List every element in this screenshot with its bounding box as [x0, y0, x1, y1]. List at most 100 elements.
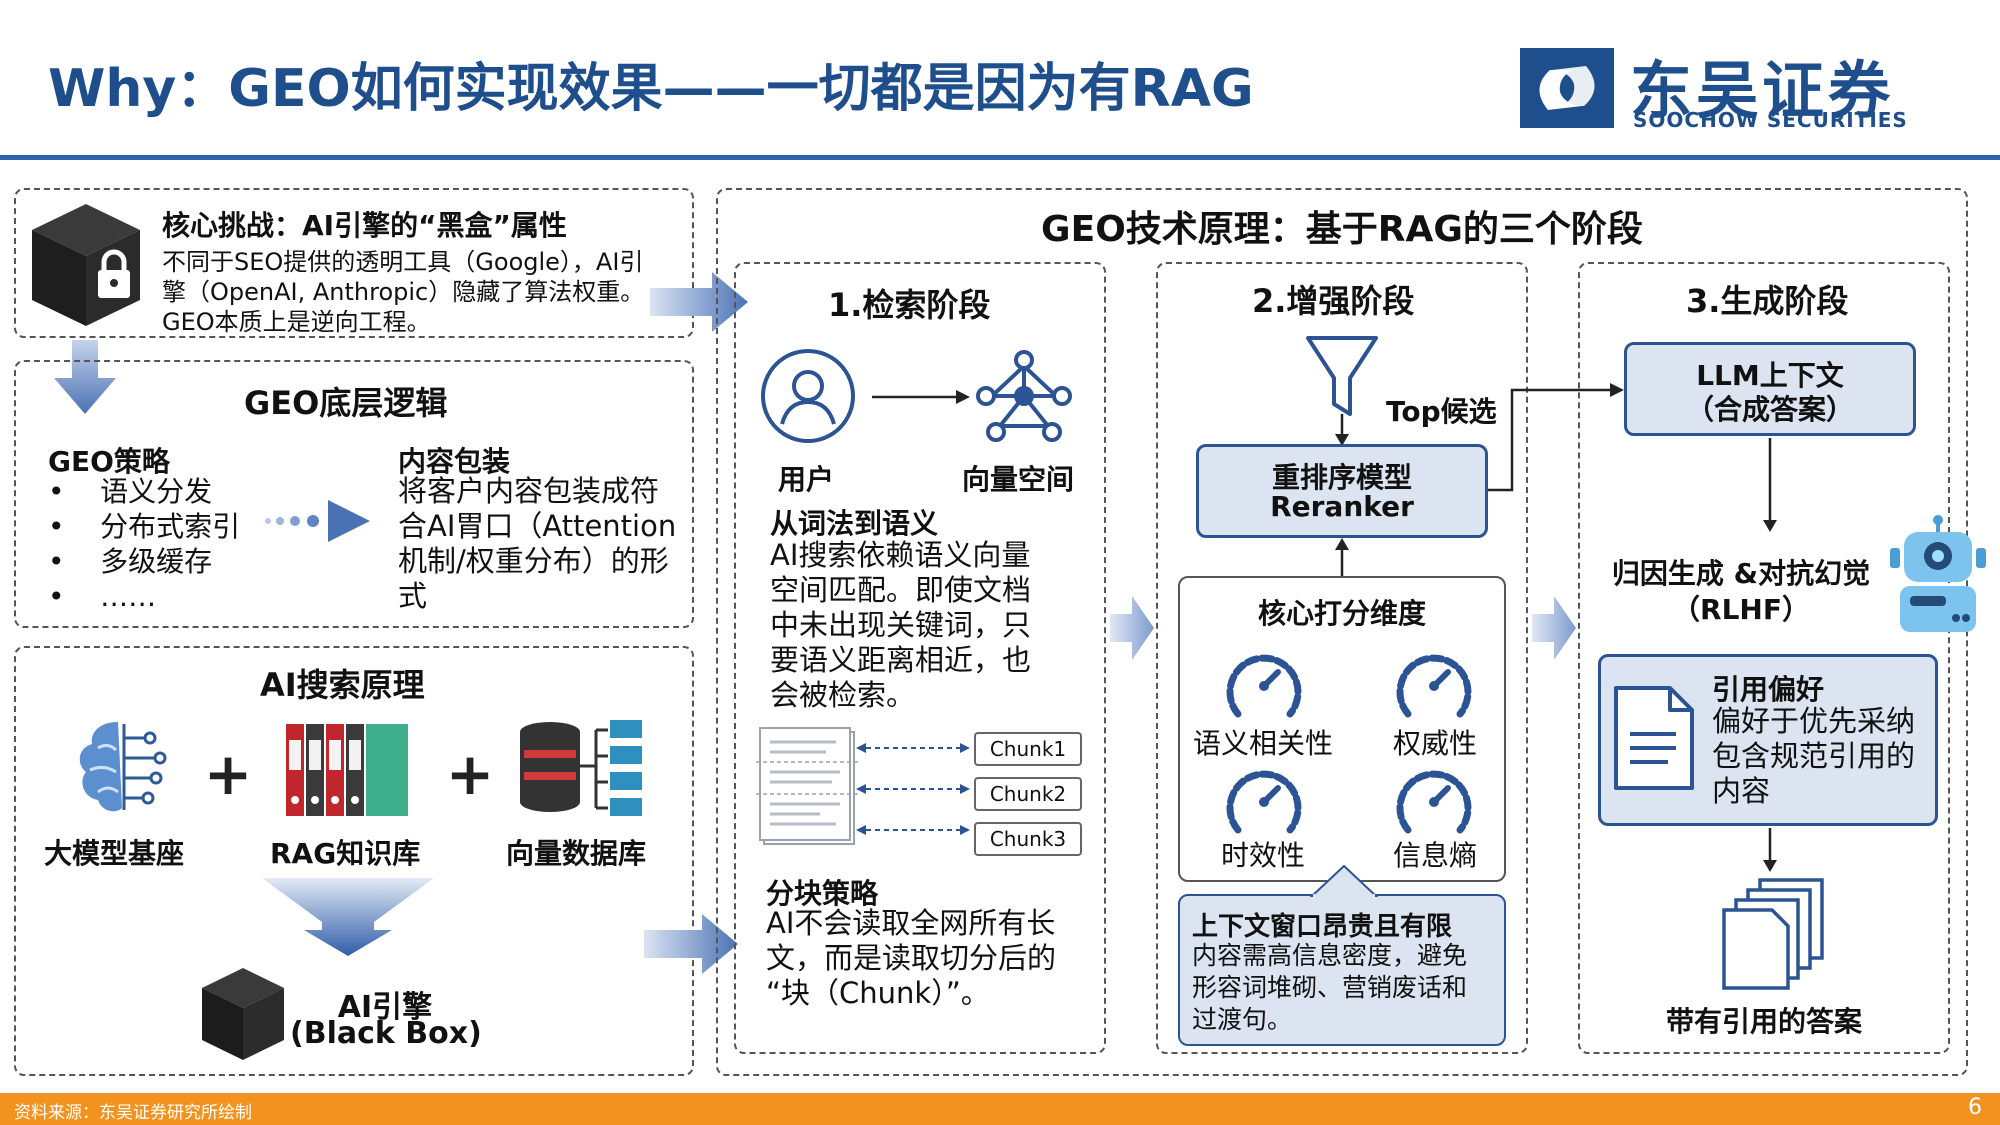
strategy-list: • 语义分发 • 分布式索引 • 多级缓存 • ……: [48, 474, 240, 614]
packaging-title: 内容包装: [398, 445, 511, 478]
soochow-logo-icon: [1520, 48, 1614, 128]
strategy-title: GEO策略: [48, 445, 170, 478]
black-cube-icon: [200, 966, 286, 1066]
binders-icon: [284, 722, 412, 824]
page-title: Why：GEO如何实现效果——一切都是因为有RAG: [48, 59, 1254, 119]
attribution-label: 归因生成 &对抗幻觉: [1611, 557, 1871, 590]
citation-pref-title: 引用偏好: [1712, 673, 1825, 706]
arrow-down-icon: [1762, 828, 1778, 878]
context-title: 上下文窗口昂贵且有限: [1192, 912, 1453, 942]
list-item: • 多级缓存: [48, 545, 213, 578]
user-label: 用户: [778, 463, 835, 496]
vector-space-label: 向量空间: [962, 463, 1075, 496]
gauge-icon: [1222, 760, 1306, 840]
ai-search-item-rag: RAG知识库: [270, 837, 421, 870]
llm-context-box: [1624, 342, 1916, 436]
black-box-lock-icon: [28, 200, 144, 334]
chunk-list: Chunk1 Chunk2 Chunk3: [974, 732, 1082, 856]
top-candidates-label: Top候选: [1386, 395, 1497, 428]
semantic-title: 从词法到语义: [770, 507, 939, 540]
arrow-down-icon: [1762, 438, 1778, 538]
brain-circuit-icon: [68, 712, 178, 826]
citation-pref-text: 偏好于优先采纳 包含规范引用的 内容: [1712, 704, 1916, 808]
answer-label: 带有引用的答案: [1665, 1005, 1862, 1038]
ai-search-title: AI搜索原理: [260, 666, 425, 704]
list-item: • 分布式索引: [48, 510, 241, 543]
vector-database-icon: [516, 716, 646, 824]
brand-name-en: SOOCHOW SECURITIES: [1633, 108, 1908, 132]
arrow-right-icon: [650, 272, 750, 336]
stage-arrow-icon: [1110, 596, 1156, 664]
semantic-text: AI搜索依赖语义向量 空间匹配。即使文档 中未出现关键词，只 要语义距离相近，也…: [770, 538, 1032, 712]
document-stack-icon: [756, 726, 860, 856]
stage-arrow-icon: [1532, 596, 1578, 664]
footer-bar: [0, 1093, 2000, 1125]
merge-arrow-icon: [262, 878, 434, 962]
ai-engine-sub: (Black Box): [290, 1016, 482, 1051]
chunk-tag: Chunk3: [974, 822, 1082, 856]
callout-pointer-icon: [1309, 864, 1379, 902]
geo-principle-panel: [716, 188, 1968, 1076]
logic-panel: [14, 360, 694, 628]
context-window-box: [1178, 894, 1506, 1046]
ai-engine-label: AI引擎: [337, 990, 433, 1025]
filter-funnel-icon: [1304, 334, 1380, 450]
challenge-title: 核心挑战：AI引擎的“黑盒”属性: [162, 209, 567, 242]
chunk-arrows-icon: [856, 738, 970, 842]
dotted-arrow-icon: [262, 496, 374, 550]
chunk-text: AI不会读取全网所有长 文，而是读取切分后的 “块（Chunk）”。: [766, 906, 1057, 1010]
llm-sub-label: （合成答案）: [1685, 393, 1854, 426]
ai-search-panel: [14, 646, 694, 1076]
score-title: 核心打分维度: [1257, 597, 1426, 630]
stage3-title: 3.生成阶段: [1686, 282, 1849, 320]
gauge-icon: [1222, 644, 1306, 724]
arrow-right-icon: [644, 914, 740, 978]
llm-label: LLM上下文: [1696, 359, 1844, 392]
brand-logo: [1520, 48, 1614, 132]
ai-search-item-llm: 大模型基座: [44, 837, 185, 870]
attribution-sub-label: （RLHF）: [1672, 593, 1810, 626]
user-icon: [758, 346, 858, 450]
page-number: 6: [1968, 1095, 1982, 1120]
challenge-line-2: 擎（OpenAI, Anthropic）隐藏了算法权重。: [162, 278, 645, 306]
stage2-title: 2.增强阶段: [1252, 282, 1415, 320]
reranker-label-en: Reranker: [1270, 490, 1414, 523]
arrow-icon: [872, 388, 972, 410]
chunk-tag: Chunk2: [974, 777, 1082, 811]
plus-sign: +: [445, 740, 495, 808]
arrow-down-icon: [52, 340, 118, 420]
reranker-box: [1196, 444, 1488, 538]
arrow-up-icon: [1334, 538, 1350, 580]
stage1-panel: [734, 262, 1106, 1054]
dimension-authority: 权威性: [1392, 727, 1477, 760]
logic-title: GEO底层逻辑: [244, 384, 448, 422]
vector-network-icon: [976, 348, 1072, 448]
list-item: • ……: [48, 580, 157, 613]
list-item: • 语义分发: [48, 475, 213, 508]
document-icon: [1612, 684, 1696, 796]
title-divider: [0, 155, 2000, 160]
stage2-panel: [1156, 262, 1528, 1054]
gauge-icon: [1392, 644, 1476, 724]
chunk-title: 分块策略: [766, 877, 879, 910]
ai-search-item-vectordb: 向量数据库: [506, 837, 647, 870]
stage1-title: 1.检索阶段: [828, 286, 991, 324]
gauge-icon: [1392, 760, 1476, 840]
dimension-relevance: 语义相关性: [1192, 727, 1333, 760]
brand-name-cn: 东吴证券: [1630, 54, 1895, 127]
robot-icon: [1882, 514, 1994, 642]
packaging-text: 将客户内容包装成符 合AI胃口（Attention 机制/权重分布）的形 式: [398, 474, 677, 613]
stage3-panel: [1578, 262, 1950, 1054]
answer-documents-icon: [1718, 876, 1828, 996]
plus-sign: +: [203, 740, 253, 808]
source-note: 资料来源：东吴证券研究所绘制: [14, 1103, 252, 1123]
challenge-line-3: GEO本质上是逆向工程。: [162, 308, 431, 336]
dimension-entropy: 信息熵: [1392, 839, 1477, 872]
dimension-timeliness: 时效性: [1220, 839, 1305, 872]
challenge-panel: [14, 188, 694, 338]
challenge-line-1: 不同于SEO提供的透明工具（Google），AI引: [162, 248, 644, 276]
chunk-tag: Chunk1: [974, 732, 1082, 766]
context-text: 内容需高信息密度，避免 形容词堆砌、营销废话和 过渡句。: [1192, 941, 1468, 1034]
geo-principle-title: GEO技术原理：基于RAG的三个阶段: [1041, 209, 1643, 250]
reranker-label-cn: 重排序模型: [1271, 461, 1412, 494]
